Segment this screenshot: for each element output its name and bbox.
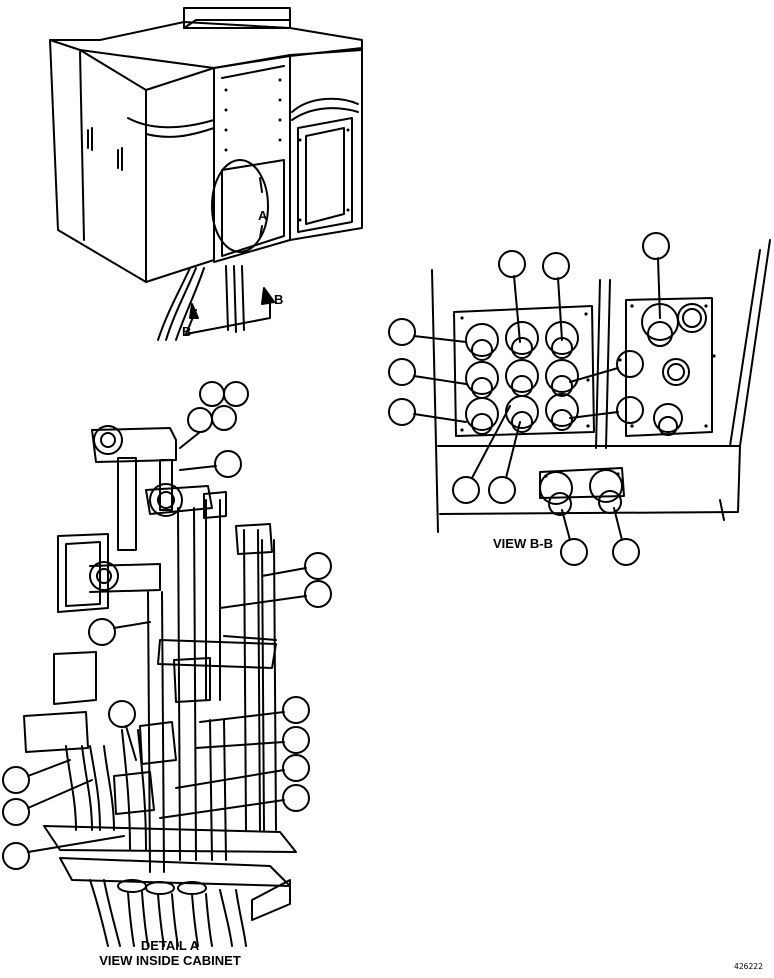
detail-a-caption-line2: VIEW INSIDE CABINET — [99, 953, 241, 968]
connector-column-right — [641, 303, 707, 436]
section-b-letter-left: B — [182, 324, 191, 339]
part-number: 426222 — [734, 962, 763, 971]
callout-circles-detail-a — [2, 381, 332, 870]
cabinet-isometric — [49, 7, 363, 341]
detail-a-letter: A — [258, 208, 268, 223]
view-bb-drawing — [388, 232, 771, 566]
detail-a-caption-line1: DETAIL A — [140, 938, 200, 953]
connector-pair-bottom — [539, 469, 623, 516]
detail-a-drawing — [2, 381, 332, 947]
detail-a-caption: DETAIL A VIEW INSIDE CABINET — [60, 938, 280, 968]
connector-grid-left — [465, 321, 579, 435]
section-b-letter-right: B — [274, 292, 283, 307]
view-bb-caption: VIEW B-B — [493, 536, 553, 551]
callout-circles-view-bb — [388, 232, 670, 566]
